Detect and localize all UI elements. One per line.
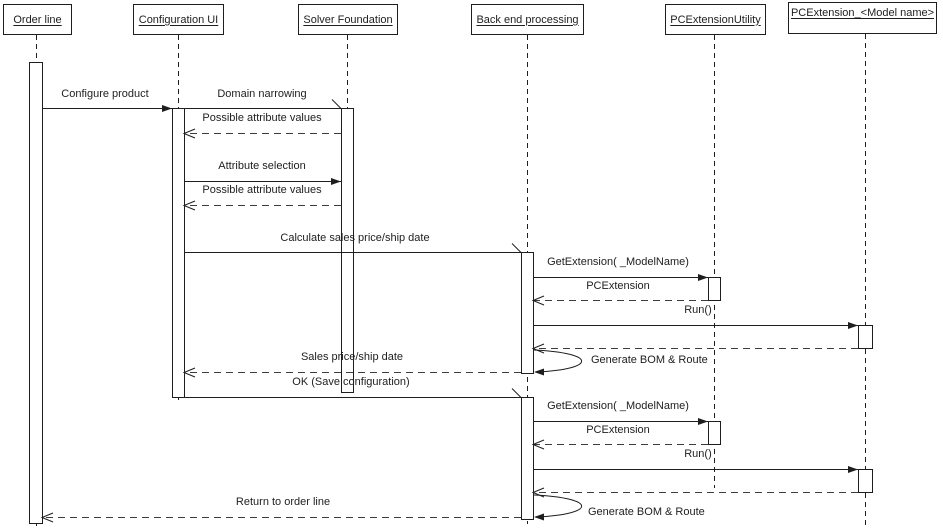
filled-arrowhead-icon [162, 105, 172, 112]
open-arrowhead-icon [182, 128, 196, 139]
filled-arrowhead-icon [534, 513, 544, 521]
filled-arrowhead-icon [848, 322, 858, 329]
activation-bar-pcextension-model [858, 469, 873, 493]
open-arrowhead-icon [40, 512, 54, 523]
open-arrowhead-icon [182, 200, 196, 211]
open-arrowhead-icon [531, 295, 545, 306]
open-arrowhead-icon [531, 343, 545, 354]
half-arrowhead-icon [511, 243, 522, 253]
half-arrowhead-icon [331, 99, 342, 109]
self-message-generate-bom-route-2 [533, 494, 583, 518]
open-arrowhead-icon [531, 439, 545, 450]
activation-bar-back-end-processing [521, 252, 534, 374]
activation-bar-configuration-ui [172, 108, 185, 398]
filled-arrowhead-icon [698, 418, 708, 425]
activation-bar-solver-foundation [341, 108, 354, 393]
open-arrowhead-icon [182, 367, 196, 378]
activation-bar-pcextension-utility [708, 421, 721, 445]
filled-arrowhead-icon [848, 466, 858, 473]
activation-bar-order-line [29, 62, 43, 524]
filled-arrowhead-icon [331, 178, 341, 185]
filled-arrowhead-icon [534, 368, 544, 376]
activation-bar-pcextension-utility [708, 277, 721, 301]
activation-bar-back-end-processing [521, 397, 534, 520]
half-arrowhead-icon [511, 388, 522, 398]
self-message-generate-bom-route-1 [533, 349, 583, 373]
filled-arrowhead-icon [698, 274, 708, 281]
activation-bar-pcextension-model [858, 325, 873, 349]
